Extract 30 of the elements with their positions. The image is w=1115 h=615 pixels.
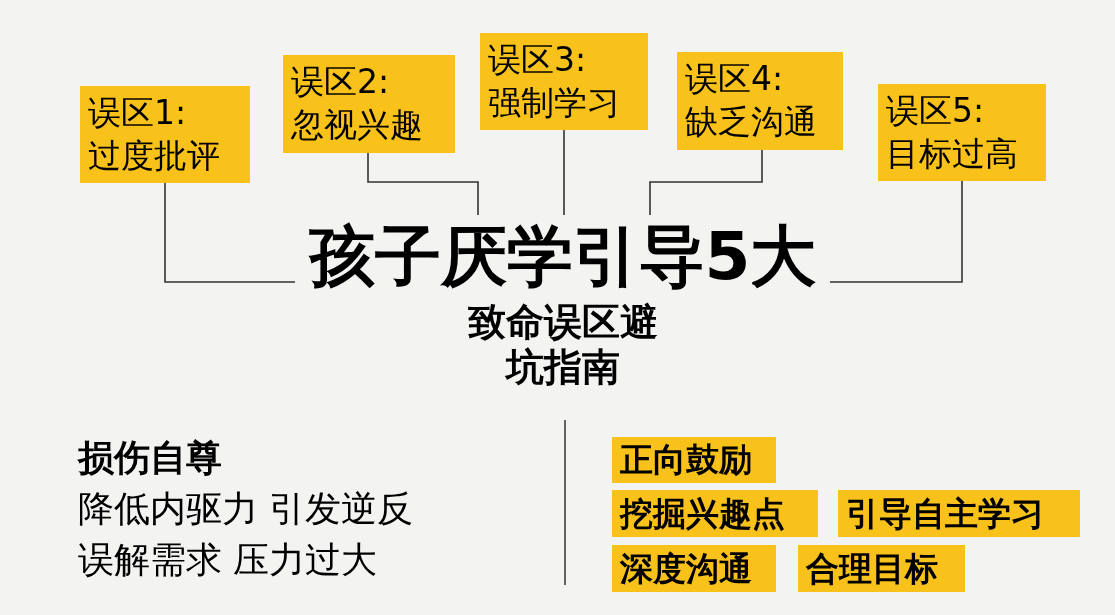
connector-line [164,182,296,283]
mistake-number: 误区3: [488,38,588,81]
connector-line [829,180,963,283]
mistake-name: 忽视兴趣 [291,104,424,146]
connector-line [367,152,479,216]
mistake-box [480,33,648,130]
connector-line [563,129,565,216]
mistake-number: 误区5: [886,89,986,132]
note-text: 误解需求 压力过大 [78,538,379,582]
tip-highlight: 正向鼓励 [612,437,776,483]
mistake-number: 误区1: [88,91,188,134]
main-title: 孩子厌学引导5大 [308,221,817,294]
mistake-number: 误区4: [685,58,785,101]
mistake-box [80,86,250,183]
tip-highlight: 深度沟通 [612,545,776,592]
tip-highlight: 挖掘兴趣点 [612,490,818,537]
mistake-box [677,52,843,150]
mistake-name: 强制学习 [488,81,621,124]
tip-highlight: 引导自主学习 [838,490,1080,537]
tip-highlight: 合理目标 [798,545,965,592]
mistake-box [283,55,455,153]
connector-line [649,149,763,216]
heading-text: 损伤自尊 [78,436,223,480]
mistake-name: 缺乏沟通 [685,101,818,143]
mistake-number: 误区2: [291,61,391,104]
note-text: 降低内驱力 引发逆反 [78,487,414,531]
mistake-name: 目标过高 [886,132,1019,175]
mistake-name: 过度批评 [88,134,221,177]
mistake-box [878,84,1046,181]
subtitle: 致命误区避坑指南 [466,299,659,391]
